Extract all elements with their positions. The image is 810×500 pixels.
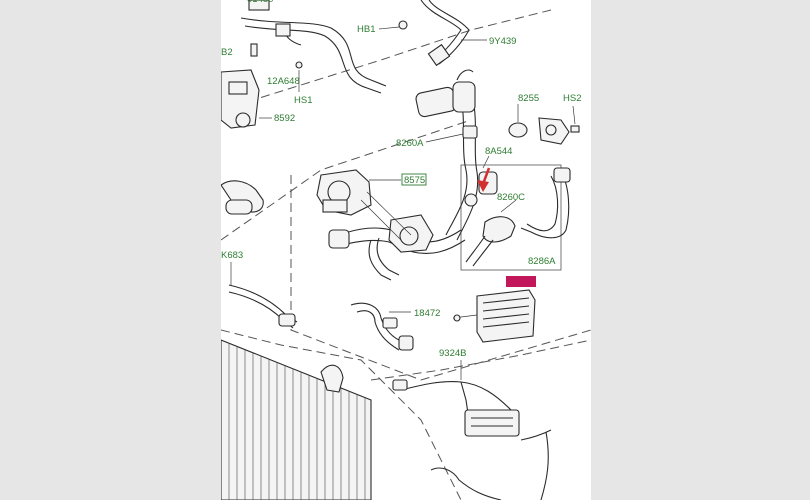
callout-labels: 01480 HB1 9Y439 B2 12A648 HS1 8592 8255 … [221, 0, 581, 359]
label-hb1[interactable]: HB1 [357, 24, 375, 35]
red-guide-line-2 [360, 199, 402, 241]
assembly-outlines [221, 9, 591, 500]
exploded-parts-diagram: 01480 HB1 9Y439 B2 12A648 HS1 8592 8255 … [221, 0, 591, 500]
hose-kit-8286a [460, 164, 571, 271]
water-pump-8575 [316, 169, 372, 216]
leader-hs2 [572, 105, 576, 125]
label-8575[interactable]: 8575 [404, 175, 425, 186]
leader-8a544 [482, 155, 490, 169]
label-9y439[interactable]: 9Y439 [489, 36, 516, 47]
parts-diagram-sheet: 01480 HB1 9Y439 B2 12A648 HS1 8592 8255 … [221, 0, 591, 500]
radiator [221, 339, 372, 500]
label-8286a[interactable]: 8286A [528, 256, 556, 267]
label-8592[interactable]: 8592 [274, 113, 295, 124]
hose-18472 [350, 302, 414, 351]
wiring-9324b [392, 379, 552, 500]
component-8255 [508, 117, 580, 145]
label-8260a[interactable]: 8260A [396, 138, 424, 149]
label-k683[interactable]: K683 [221, 250, 243, 261]
label-b2[interactable]: B2 [221, 47, 233, 58]
component-8592 [221, 69, 260, 129]
top-hoses [240, 0, 470, 94]
red-pointer-arrow [477, 167, 491, 192]
label-12a648[interactable]: 12A648 [267, 76, 300, 87]
label-9324b[interactable]: 9324B [439, 348, 466, 359]
label-hs2[interactable]: HS2 [563, 93, 581, 104]
label-18472[interactable]: 18472 [414, 308, 440, 319]
label-8a544[interactable]: 8A544 [485, 146, 512, 157]
leader-hb1 [378, 26, 400, 30]
oil-cooler [452, 289, 536, 343]
left-small-hoses [221, 180, 264, 215]
label-8575-box [401, 173, 427, 186]
label-8260c[interactable]: 8260C [497, 192, 525, 203]
red-guide-line-1 [366, 191, 412, 236]
leader-8260c [500, 199, 517, 213]
label-8255[interactable]: 8255 [518, 93, 539, 104]
highlight-marker[interactable] [506, 276, 536, 287]
label-hs1[interactable]: HS1 [294, 95, 312, 106]
pipe-k683 [228, 284, 298, 329]
leader-8260a [425, 133, 464, 143]
label-01480: 01480 [247, 0, 273, 5]
